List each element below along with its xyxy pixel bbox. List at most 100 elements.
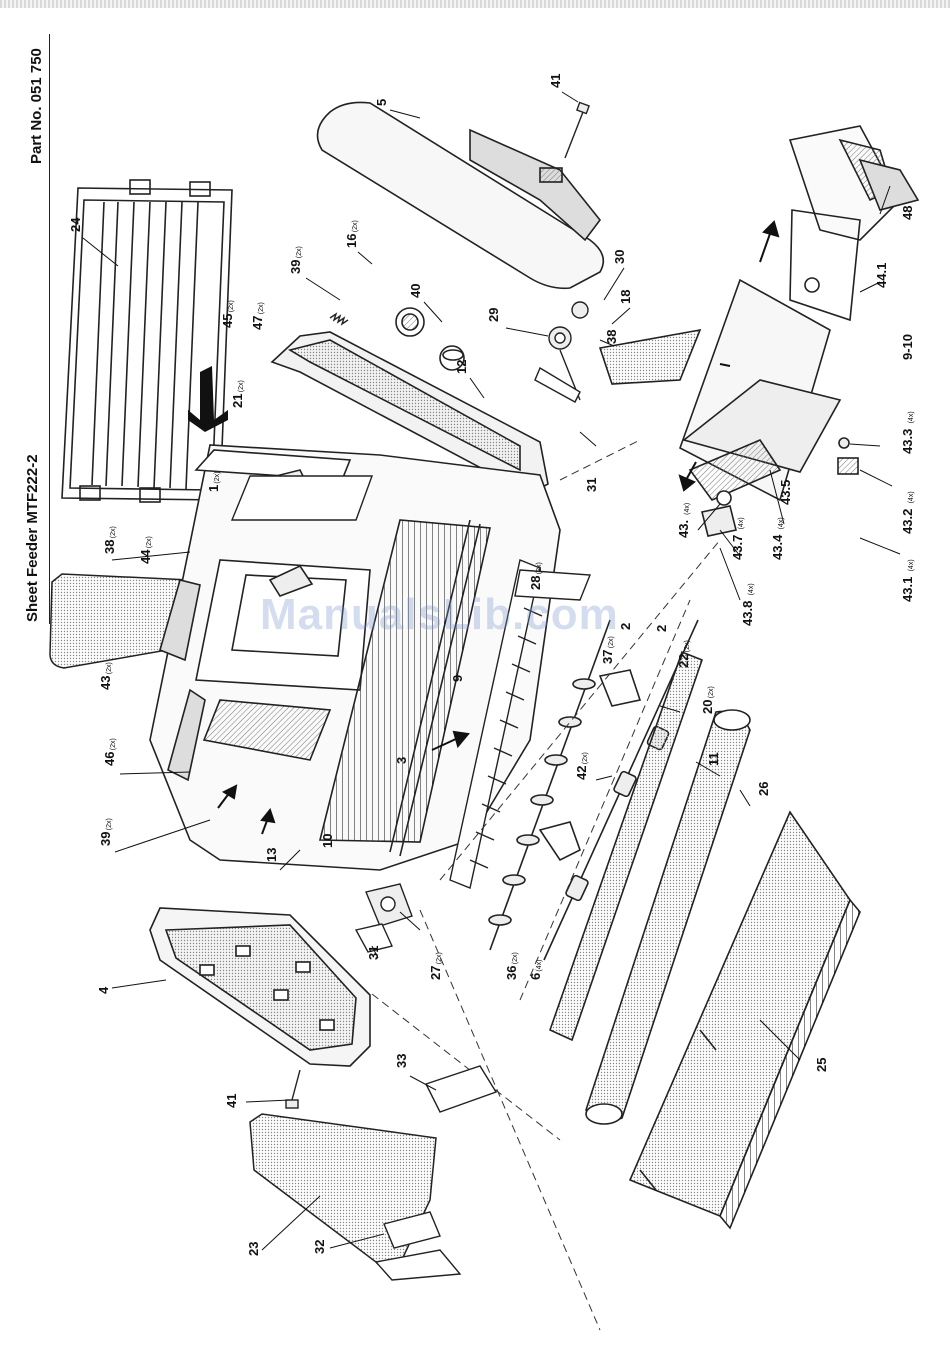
callout-c45: 45(2x) [220, 300, 235, 328]
callout-number: 43.5 [778, 480, 793, 505]
callout-quantity: (2x) [296, 246, 303, 258]
insert-direction-arrow [188, 366, 228, 432]
callout-c31b: 31 [366, 946, 381, 960]
callout-quantity: (2x) [352, 220, 359, 232]
scan-edge [0, 0, 950, 8]
part-26-roller [585, 709, 751, 1125]
callout-c437: 43.7 (4x) [730, 517, 745, 560]
part-5-top-cover [316, 101, 605, 290]
callout-quantity: (4x) [738, 517, 745, 529]
callout-number: 23 [246, 1242, 261, 1256]
callout-number: 43.4 [770, 534, 785, 560]
part-41-screw-bottom [285, 1069, 301, 1109]
callout-c431: 43.1 (4x) [900, 559, 915, 602]
callout-c1: 1(2x) [206, 472, 221, 492]
callout-number: 3 [394, 757, 409, 764]
callout-c2b: 2 [654, 625, 669, 632]
callout-c46: 46 (2x) [102, 738, 117, 766]
callout-number: 2 [618, 623, 633, 630]
callout-number: 29 [486, 308, 501, 322]
callout-c30: 30 [612, 250, 627, 264]
callout-c21: 21(2x) [230, 380, 245, 408]
callout-c13: 13 [264, 848, 279, 862]
part-32-33-clips [374, 1065, 498, 1281]
callout-quantity: (2x) [110, 526, 117, 538]
callout-number: 42 [574, 766, 589, 780]
callout-number: 38 [102, 540, 117, 554]
callout-number: 26 [756, 782, 771, 796]
header-rule [49, 34, 50, 624]
callout-c41a: 41 [548, 74, 563, 88]
callout-number: 27 [428, 966, 443, 980]
callout-c910: 9-10 [900, 334, 915, 360]
callout-number: 46 [102, 752, 117, 766]
callout-c48: 48 [900, 206, 915, 220]
callout-c32: 32 [312, 1240, 327, 1254]
callout-quantity: (2x) [146, 536, 153, 548]
callout-c31a: 31 [584, 478, 599, 492]
callout-c28: 28(2x) [528, 562, 543, 590]
callout-number: 4 [96, 986, 111, 994]
callout-number: 47 [250, 316, 265, 330]
callout-quantity: (4x) [908, 559, 915, 571]
callout-c438: 43.8 (4x) [740, 583, 755, 626]
callout-number: 39 [288, 260, 303, 274]
callout-leader-lines [82, 91, 901, 1251]
callout-number: 36 [504, 966, 519, 980]
callout-number: 39 [98, 832, 113, 846]
callout-quantity: (2x) [436, 952, 443, 964]
callout-c23: 23 [246, 1242, 261, 1256]
callout-quantity: (2x) [684, 640, 691, 652]
callout-number: 16 [344, 234, 359, 248]
callout-c38a: 38 [604, 330, 619, 344]
callout-number: 44 [138, 549, 153, 564]
callout-c2a: 2 [618, 623, 633, 630]
callout-quantity: (4x) [748, 583, 755, 595]
part-24-paper-tray [61, 179, 233, 503]
assembly-guide-lines [371, 439, 721, 1331]
callout-c44a: 44(2x) [138, 536, 153, 564]
callout-number: 38 [604, 330, 619, 344]
part-23-paper-guide [249, 1113, 437, 1270]
callout-number: 6 [528, 973, 543, 980]
callout-number: 37 [600, 650, 615, 664]
part-10-feed-plate [318, 519, 491, 857]
callout-c434: 43.4 (4x) [770, 517, 785, 560]
callout-c9: 9 [450, 675, 465, 682]
callout-number: 21 [230, 394, 245, 408]
callout-number: 40 [408, 284, 423, 298]
callout-number: 1 [206, 485, 221, 492]
callout-c432: 43.2(4x) [900, 491, 915, 534]
callout-c436: 43.(4x) [676, 503, 691, 538]
callout-number: 43 [98, 676, 113, 690]
callout-number: 43.7 [730, 535, 745, 560]
callout-quantity: (2x) [608, 636, 615, 648]
callout-c40: 40 [408, 284, 423, 298]
callout-quantity: (4x) [684, 503, 691, 515]
callout-c441: 44.1 [874, 263, 889, 288]
callout-c29: 29 [486, 308, 501, 322]
callout-c47: 47(2x) [250, 302, 265, 330]
callout-quantity: (2x) [106, 662, 113, 674]
callout-number: 43.3 [900, 429, 915, 454]
part-27-gear-bracket [354, 883, 413, 953]
callout-number: 43.1 [900, 577, 915, 602]
callout-number: 43.2 [900, 509, 915, 534]
callout-c24: 24 [68, 217, 83, 232]
callout-quantity: (2x) [512, 952, 519, 964]
part-29-30-gears [534, 301, 589, 403]
callout-number: 48 [900, 206, 915, 220]
callout-quantity: (4x) [778, 517, 785, 529]
callout-quantity: (2x) [110, 738, 117, 750]
callout-c22: 22(2x) [676, 640, 691, 668]
callout-c18: 18 [618, 290, 633, 304]
part-1-paper-guide-plate [230, 475, 373, 521]
callout-number: 28 [528, 576, 543, 590]
callout-c11: 11 [706, 752, 721, 766]
callout-number: 43.8 [740, 601, 755, 626]
part-4-left-cover [149, 907, 371, 1067]
callout-c39b: 39(2x) [98, 818, 113, 846]
callout-quantity: (2x) [582, 752, 589, 764]
right-guide-subassembly [598, 125, 920, 537]
